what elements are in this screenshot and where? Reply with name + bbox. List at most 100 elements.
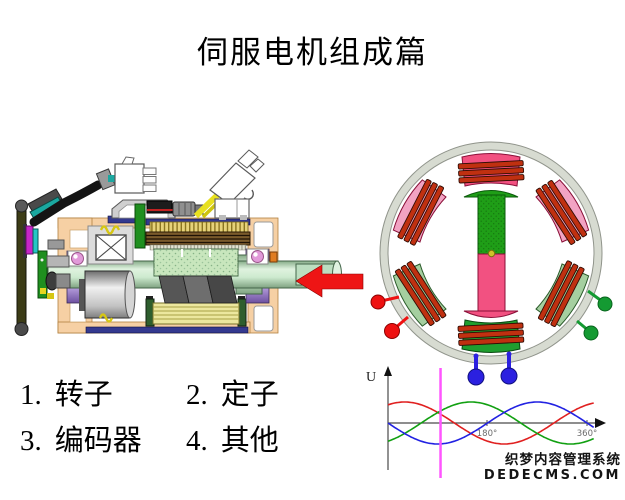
bracket-cap-top	[15, 199, 28, 213]
pcb-pad	[40, 258, 44, 262]
rotor-lower-half	[477, 253, 506, 312]
plug-teal-band	[108, 175, 117, 182]
stator-pole-upper-right	[535, 179, 590, 245]
terminals-green	[576, 289, 613, 341]
segment-gap	[209, 249, 211, 257]
item-number: 1.	[20, 379, 42, 411]
item-number: 2.	[186, 379, 208, 411]
phase-b-wave	[387, 401, 595, 445]
parts-list: 1. 转子 2. 定子 3. 编码器 4. 其他	[20, 371, 279, 459]
terminal-ball-green	[583, 325, 599, 341]
coupling-cylinder	[79, 270, 136, 319]
coil-stripe	[538, 260, 573, 321]
coil-stripe	[458, 174, 525, 184]
shaft-stub	[46, 255, 70, 268]
stator-pole-lower-left	[392, 261, 447, 327]
coil-stripe	[458, 336, 525, 346]
housing-notch	[69, 229, 89, 249]
list-item-rotor: 1. 转子	[20, 371, 186, 413]
item-number: 3.	[20, 425, 42, 457]
coil-stripe	[535, 187, 576, 245]
rotor-hub-dot	[487, 249, 496, 258]
terminal-ball-red	[384, 323, 400, 339]
encoder-mount	[47, 239, 65, 250]
base-plate	[85, 326, 249, 334]
bearing-ball	[251, 250, 264, 263]
cable-ferrule	[172, 201, 196, 217]
ball-highlight	[73, 254, 78, 259]
terminal-ball-blue	[467, 368, 485, 386]
bearing-ball	[71, 252, 84, 265]
terminals-blue	[467, 351, 518, 386]
pcb-chip	[40, 288, 46, 294]
encoder-assembly	[23, 224, 71, 299]
coil-stripe	[457, 329, 524, 339]
spring-coil	[99, 225, 121, 235]
shaft-direction-arrow	[295, 264, 364, 298]
coil-stripe	[403, 182, 438, 243]
connector-pin	[219, 215, 226, 220]
coupling-body	[84, 270, 131, 319]
rotor-magnet	[206, 275, 238, 304]
pole-coils	[457, 160, 525, 184]
rotor-assembly	[153, 248, 239, 304]
page-title: 伺服电机组成篇	[197, 35, 428, 70]
terminal-ball-red	[370, 294, 386, 310]
disc-hub	[55, 273, 71, 289]
plug-pin	[142, 184, 157, 192]
coil-stripe	[395, 268, 435, 326]
connector-pin	[240, 215, 247, 220]
encoder-pcb	[37, 250, 48, 299]
coil-stripe	[400, 264, 441, 323]
stator-pole-bottom	[457, 319, 525, 353]
coil-stripe	[397, 179, 432, 240]
x-axis-arrowhead	[595, 418, 606, 428]
pcb-board	[134, 203, 146, 249]
list-item-other: 4. 其他	[186, 417, 279, 459]
coil-stripe	[457, 160, 524, 170]
servo-motor-cutaway	[14, 149, 364, 336]
connector-body	[214, 198, 250, 219]
encoder-cover-bracket	[14, 199, 29, 336]
item-label: 定子	[220, 379, 279, 411]
coil-stripe	[541, 183, 582, 242]
phase-a-wave	[387, 401, 594, 445]
left-bearing-ball	[67, 250, 88, 267]
bracket-cap-bottom	[14, 322, 29, 336]
item-label: 转子	[54, 379, 113, 411]
item-label: 其他	[220, 425, 279, 457]
ring-outer-edge	[379, 141, 603, 365]
list-item-stator: 2. 定子	[186, 371, 279, 413]
coil-stripe	[544, 263, 579, 324]
rotor-core-speckle	[154, 249, 238, 276]
coupling-hub	[79, 279, 86, 311]
watermark-line2: DEDECMS.COM	[483, 468, 621, 483]
ball-highlight	[253, 252, 258, 257]
coil-stripe	[458, 167, 525, 177]
stator-winding-top	[145, 221, 251, 251]
winding-comb-gold	[149, 221, 249, 233]
chip-yellow	[47, 293, 54, 299]
stator-winding-bottom	[145, 296, 247, 327]
segment-gap	[181, 249, 183, 257]
terminal-ball-blue	[500, 367, 518, 385]
spring-coil-lower	[98, 313, 114, 323]
black-module	[146, 200, 173, 214]
phase-waveforms	[387, 368, 595, 478]
motor-cross-section	[370, 141, 613, 386]
item-label: 编码器	[54, 425, 142, 457]
phase-c-wave	[387, 401, 595, 445]
coupling-face	[124, 270, 136, 319]
rotor-texture	[478, 195, 505, 254]
tick-label-180: 180°	[477, 429, 497, 439]
plug-latch	[121, 156, 135, 165]
y-axis-arrowhead	[384, 366, 392, 376]
connector-tab	[237, 149, 259, 169]
y-axis-label: U	[366, 370, 376, 385]
end-cap-cutout-top	[253, 221, 274, 248]
bracket-bar	[16, 202, 27, 331]
retainer-clip	[269, 251, 278, 263]
power-connector-upper	[209, 149, 265, 205]
ring-inner-edge	[387, 149, 595, 357]
